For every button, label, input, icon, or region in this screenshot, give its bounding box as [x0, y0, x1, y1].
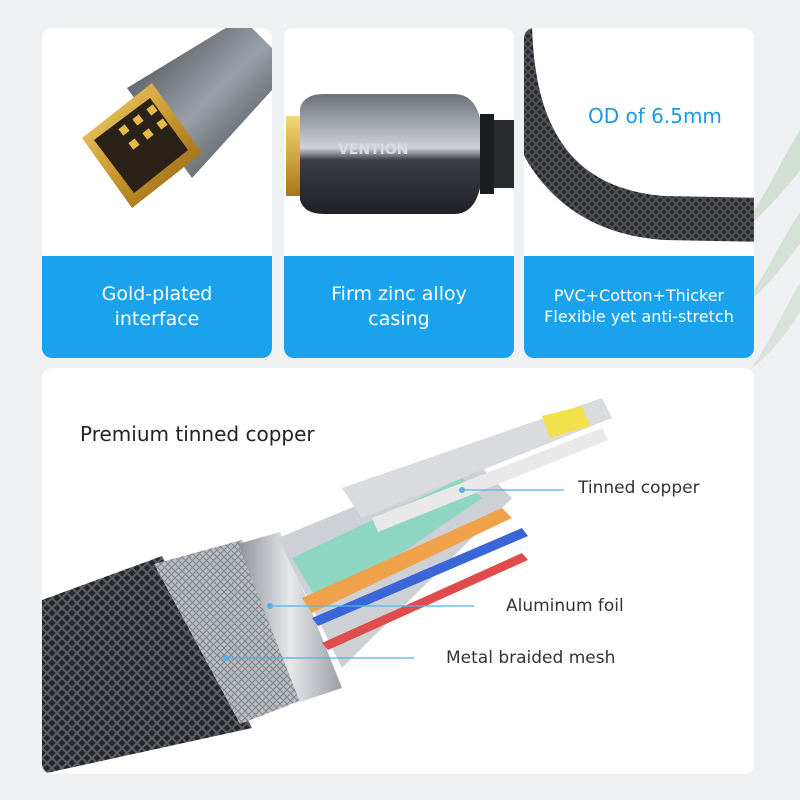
feature-card-zinc-alloy: VENTION Firm zinc alloy casing	[284, 28, 514, 358]
caption-line: casing	[368, 308, 430, 330]
caption-line: interface	[114, 308, 200, 330]
caption-zinc-alloy: Firm zinc alloy casing	[284, 256, 514, 358]
caption-line: Flexible yet anti-stretch	[544, 307, 734, 326]
brand-marking: VENTION	[338, 142, 409, 158]
callout-aluminum-foil: Aluminum foil	[506, 596, 624, 616]
caption-braided-jacket: PVC+Cotton+Thicker Flexible yet anti-str…	[524, 256, 754, 358]
plant-leaves-decoration	[730, 130, 800, 370]
caption-line: Gold-plated	[101, 283, 213, 306]
caption-line: PVC+Cotton+Thicker	[553, 286, 725, 306]
braided-cable-photo	[524, 28, 754, 254]
braided-jacket-shape	[42, 556, 252, 774]
feature-card-gold-plated: Gold-plated interface	[42, 28, 272, 358]
hdmi-connector-photo	[42, 28, 272, 254]
outer-diameter-label: OD of 6.5mm	[588, 104, 722, 128]
zinc-casing-photo: VENTION	[284, 28, 514, 254]
panel-title: Premium tinned copper	[80, 422, 315, 446]
caption-line: Firm zinc alloy	[331, 283, 467, 306]
feature-card-braided-jacket: PVC+Cotton+Thicker Flexible yet anti-str…	[524, 28, 754, 358]
caption-gold-plated: Gold-plated interface	[42, 256, 272, 358]
callout-metal-braided-mesh: Metal braided mesh	[446, 648, 616, 668]
cable-structure-panel: Premium tinned copper Tinned copper Alum…	[42, 368, 754, 774]
callout-tinned-copper: Tinned copper	[578, 478, 700, 498]
